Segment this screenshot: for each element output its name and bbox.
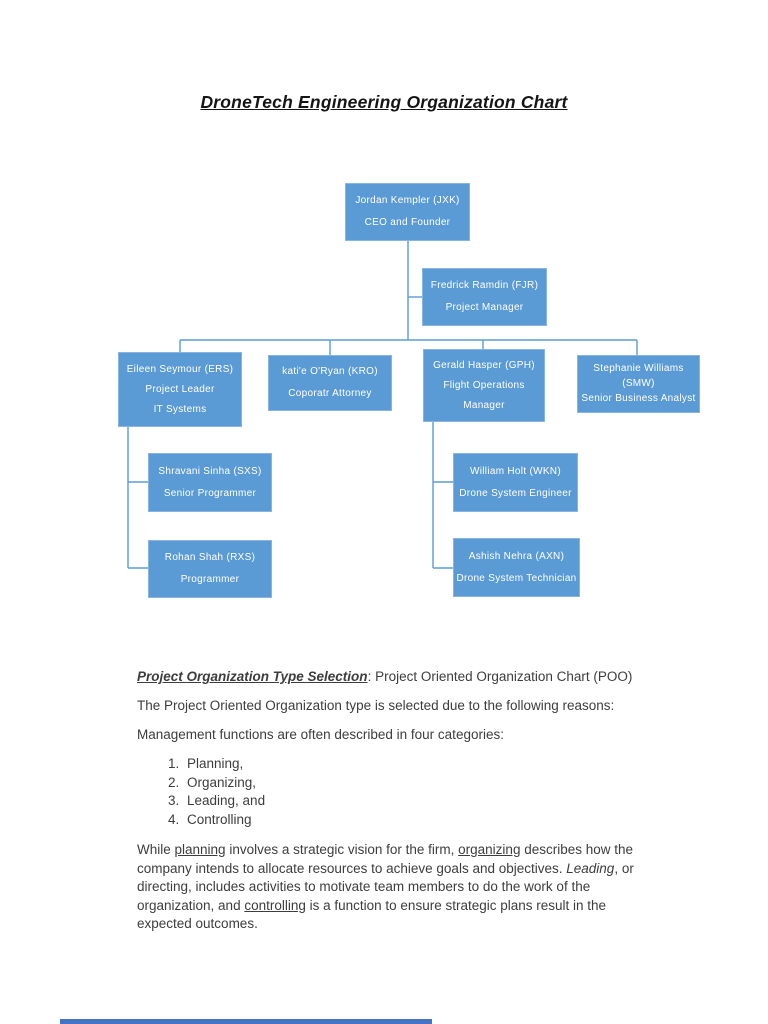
list-item: Leading, and (183, 792, 669, 811)
text-segment-plain: While (137, 842, 175, 857)
org-node-line: Gerald Hasper (GPH) (433, 359, 535, 371)
org-node-line: Flight Operations (443, 379, 525, 391)
connector-lines (127, 241, 638, 569)
section-heading-emphasis: Project Organization Type Selection (137, 669, 368, 684)
org-node-katie-oryan: kati'e O'Ryan (KRO) Coporatr Attorney (268, 355, 392, 411)
text-segment-plain: describes how the company intends to all… (137, 842, 634, 876)
org-node-gerald-hasper: Gerald Hasper (GPH) Flight Operations Ma… (423, 349, 545, 422)
page-bottom-partial-element (60, 1019, 432, 1024)
org-node-line: Project Manager (445, 302, 524, 313)
text-segment-plain: , or directing, includes activities to m… (137, 860, 634, 913)
text-segment-plain: is a function to ensure strategic plans … (137, 897, 607, 932)
org-node-line: Shravani Sinha (SXS) (158, 465, 262, 477)
org-node-line: Stephanie Williams (593, 363, 684, 374)
text-segment-plain: involves a strategic vision for the firm… (225, 842, 459, 857)
org-node-line: Coporatr Attorney (288, 388, 372, 399)
management-functions-list: Planning, Organizing, Leading, and Contr… (137, 755, 669, 829)
org-node-line: Senior Programmer (163, 487, 257, 499)
org-node-line: Jordan Kempler (JXK) (355, 195, 460, 206)
text-segment-italic: Leading (566, 860, 615, 876)
org-node-line: Fredrick Ramdin (FJR) (430, 280, 539, 291)
org-node-line: Drone System Engineer (459, 487, 572, 499)
org-node-shravani-sinha: Shravani Sinha (SXS) Senior Programmer (148, 453, 272, 512)
list-item: Organizing, (183, 774, 669, 793)
org-node-line: CEO and Founder (364, 217, 451, 228)
org-node-ashish-nehra: Ashish Nehra (AXN) Drone System Technici… (453, 538, 580, 597)
org-node-line: IT Systems (153, 403, 207, 415)
org-node-stephanie-williams: Stephanie Williams (SMW) Senior Business… (577, 355, 700, 413)
org-node-line: Programmer (180, 574, 240, 585)
org-node-line: William Holt (WKN) (470, 465, 561, 477)
org-node-ceo: Jordan Kempler (JXK) CEO and Founder (345, 183, 470, 241)
section-heading-rest: : Project Oriented Organization Chart (P… (367, 669, 633, 684)
org-node-line: Project Leader (145, 383, 215, 395)
closing-paragraph: While planning involves a strategic visi… (137, 841, 646, 934)
text-segment-underline: controlling (244, 897, 306, 913)
body-text-section: Project Organization Type Selection: Pro… (137, 668, 669, 944)
org-node-line: Eileen Seymour (ERS) (126, 363, 234, 375)
list-item: Planning, (183, 755, 669, 774)
org-node-line: Drone System Technician (456, 572, 577, 584)
section-heading: Project Organization Type Selection: Pro… (137, 668, 669, 687)
org-node-project-manager: Fredrick Ramdin (FJR) Project Manager (422, 268, 547, 326)
org-node-william-holt: William Holt (WKN) Drone System Engineer (453, 453, 578, 512)
text-segment-underline: planning (174, 842, 226, 857)
org-node-line: Senior Business Analyst (581, 393, 696, 404)
text-segment-underline: organizing (458, 842, 521, 857)
org-node-line: kati'e O'Ryan (KRO) (282, 366, 378, 377)
org-node-rohan-shah: Rohan Shah (RXS) Programmer (148, 540, 272, 598)
list-item: Controlling (183, 811, 669, 830)
paragraph-categories: Management functions are often described… (137, 727, 504, 742)
org-node-line: (SMW) (622, 378, 655, 389)
org-node-line: Ashish Nehra (AXN) (468, 550, 565, 562)
page-title: DroneTech Engineering Organization Chart (200, 92, 568, 112)
org-node-line: Rohan Shah (RXS) (164, 552, 256, 563)
org-node-eileen-seymour: Eileen Seymour (ERS) Project Leader IT S… (118, 352, 242, 427)
paragraph-reasons: The Project Oriented Organization type i… (137, 698, 615, 713)
org-node-line: Manager (463, 399, 505, 411)
